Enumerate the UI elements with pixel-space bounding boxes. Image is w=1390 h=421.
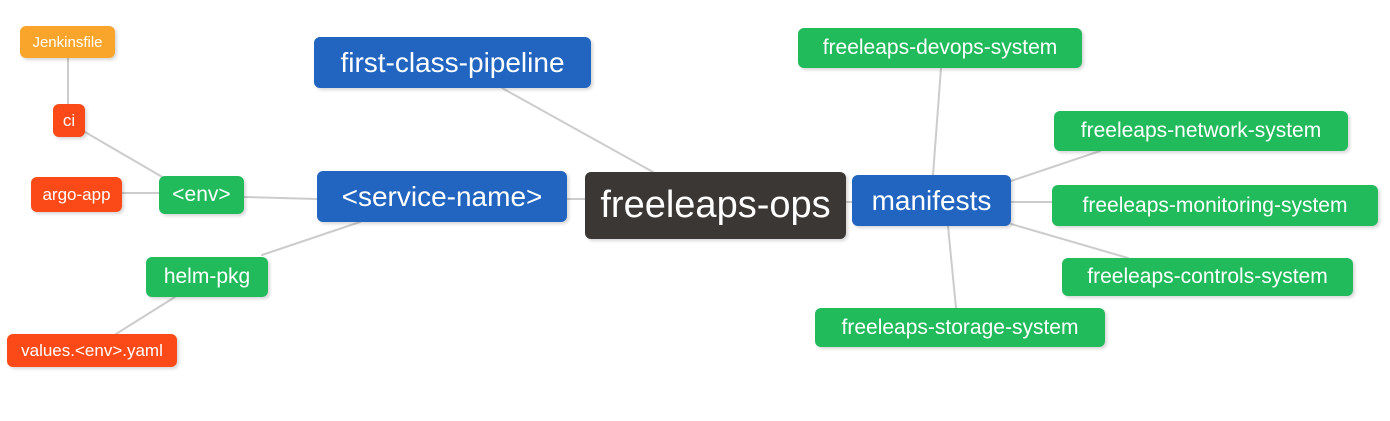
node-freeleaps-controls-system[interactable]: freeleaps-controls-system (1062, 258, 1353, 296)
node-freeleaps-ops-root[interactable]: freeleaps-ops (585, 172, 846, 239)
node-freeleaps-devops-system[interactable]: freeleaps-devops-system (798, 28, 1082, 68)
edge-ci-env (84, 131, 165, 179)
node-helm-pkg[interactable]: helm-pkg (146, 257, 268, 297)
node-env[interactable]: <env> (159, 176, 244, 214)
edge-manifests-devops (932, 67, 942, 176)
node-manifests[interactable]: manifests (852, 175, 1011, 226)
edge-manifests-network (1010, 150, 1101, 182)
edge-manifests-storage (947, 225, 957, 309)
node-service-name[interactable]: <service-name> (317, 171, 567, 222)
node-first-class-pipeline[interactable]: first-class-pipeline (314, 37, 591, 88)
node-argo-app[interactable]: argo-app (31, 177, 122, 212)
node-ci[interactable]: ci (53, 104, 85, 137)
node-freeleaps-monitoring-system[interactable]: freeleaps-monitoring-system (1052, 185, 1378, 226)
edge-helm-values (115, 296, 176, 335)
edge-env-service (243, 196, 318, 200)
node-freeleaps-network-system[interactable]: freeleaps-network-system (1054, 111, 1348, 151)
edge-service-helm (261, 221, 361, 256)
node-jenkinsfile[interactable]: Jenkinsfile (20, 26, 115, 58)
node-values-env-yaml[interactable]: values.<env>.yaml (7, 334, 177, 367)
node-freeleaps-storage-system[interactable]: freeleaps-storage-system (815, 308, 1105, 347)
edge-pipeline-root (501, 87, 654, 173)
edge-manifests-controls (1010, 223, 1129, 259)
